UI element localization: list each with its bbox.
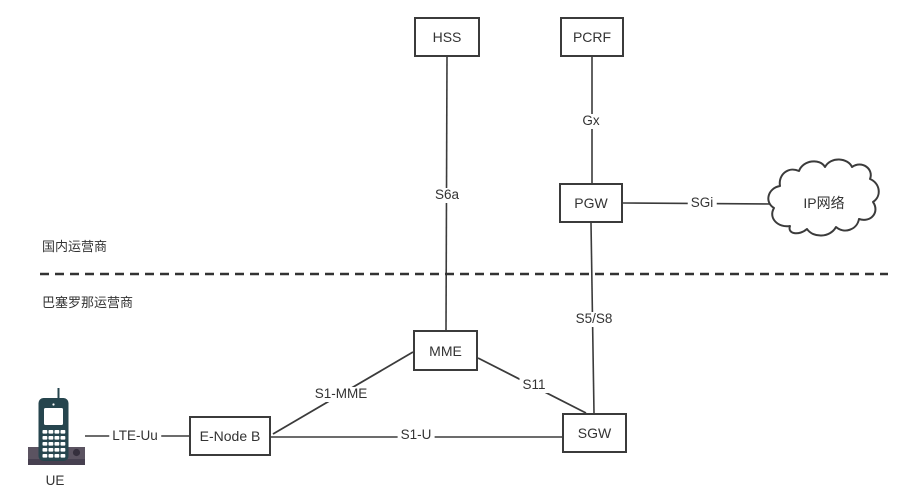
edge-label-gx: Gx	[579, 113, 603, 129]
node-hss: HSS	[414, 17, 480, 57]
phone-base-dot	[72, 448, 81, 457]
node-pgw: PGW	[559, 183, 623, 223]
node-ip-cloud-label: IP网络	[803, 195, 845, 211]
node-ue-label: UE	[45, 473, 65, 488]
phone-base-shadow	[28, 459, 85, 465]
edge-label-s6a: S6a	[431, 187, 463, 203]
edge-label-s1u: S1-U	[397, 427, 435, 443]
region-label-domestic-operator: 国内运营商	[42, 239, 108, 254]
edge-label-lteuu: LTE-Uu	[109, 428, 161, 444]
phone-speaker-dot	[52, 403, 55, 406]
node-sgw: SGW	[562, 413, 627, 453]
edge-label-sgi: SGi	[687, 195, 717, 211]
phone-keypad	[42, 430, 66, 458]
edge-label-s11: S11	[519, 377, 549, 393]
node-pcrf: PCRF	[560, 17, 624, 57]
region-label-barcelona-operator: 巴塞罗那运营商	[42, 295, 134, 310]
ue-phone-icon	[28, 388, 85, 465]
node-mme: MME	[413, 330, 478, 371]
phone-screen	[44, 408, 63, 425]
edge-label-s1mme: S1-MME	[311, 386, 371, 402]
ip-network-cloud-shape	[767, 158, 880, 237]
node-enodeb: E-Node B	[189, 416, 271, 456]
edge-label-s5s8: S5/S8	[572, 311, 616, 327]
